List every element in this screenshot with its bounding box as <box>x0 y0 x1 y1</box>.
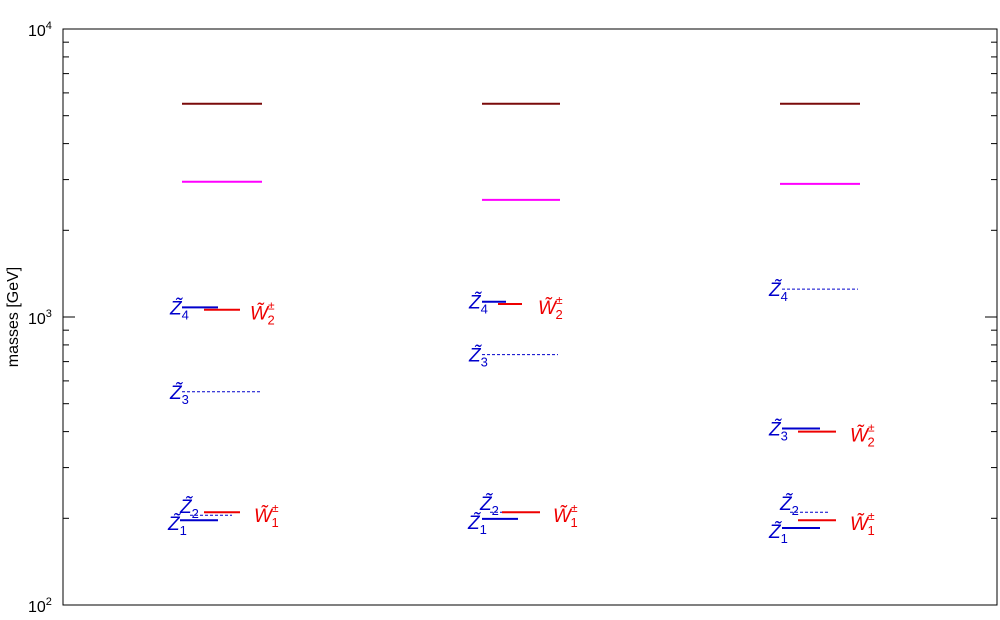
level-symbol: Z̃ <box>779 493 793 515</box>
level-symbol: Z̃ <box>179 496 193 518</box>
level-symbol: Z̃ <box>468 345 482 367</box>
level-label-0: Z̃4 <box>468 292 488 317</box>
level-subscript: 1 <box>180 523 187 538</box>
y-tick-label: 103 <box>28 308 52 328</box>
level-symbol: Z̃ <box>467 512 481 534</box>
y-tick-label-base: 10 <box>28 311 46 328</box>
level-symbol: W̃ <box>850 513 870 535</box>
level-superscript: ± <box>868 509 875 523</box>
y-axis-ticks <box>63 28 997 606</box>
level-symbol: Z̃ <box>768 279 782 301</box>
level-label-2: Z̃3 <box>169 382 189 407</box>
level-symbol: W̃ <box>254 505 274 527</box>
level-label-5: Z̃1 <box>768 521 788 546</box>
level-subscript: 2 <box>792 503 799 518</box>
level-symbol: W̃ <box>553 505 573 527</box>
level-symbol: W̃ <box>250 303 270 325</box>
level-symbol: Z̃ <box>167 513 181 535</box>
level-subscript: 2 <box>868 435 875 450</box>
level-symbol: Z̃ <box>768 521 782 543</box>
level-symbol: Z̃ <box>479 493 493 515</box>
level-subscript: 3 <box>781 429 788 444</box>
level-label-0: Z̃4 <box>169 297 189 322</box>
level-label-1: W̃±2 <box>250 299 275 328</box>
level-symbol: Z̃ <box>169 297 183 319</box>
level-subscript: 2 <box>492 503 499 518</box>
level-subscript: 1 <box>571 515 578 530</box>
level-label-4: W̃±1 <box>553 501 578 530</box>
y-tick-label-exponent: 4 <box>46 20 52 32</box>
y-tick-label-base: 10 <box>28 599 46 616</box>
level-subscript: 4 <box>182 307 189 322</box>
level-superscript: ± <box>268 299 275 313</box>
y-tick-label-exponent: 2 <box>46 596 52 608</box>
level-label-5: Z̃1 <box>467 512 487 537</box>
y-tick-label-exponent: 3 <box>46 308 52 320</box>
level-label-1: W̃±2 <box>538 293 563 322</box>
level-superscript: ± <box>868 421 875 435</box>
level-label-4: W̃±1 <box>850 509 875 538</box>
level-label-3: Z̃2 <box>479 493 499 518</box>
level-superscript: ± <box>556 293 563 307</box>
level-symbol: Z̃ <box>468 292 482 314</box>
level-label-1: Z̃3 <box>768 419 788 444</box>
level-subscript: 1 <box>781 531 788 546</box>
level-subscript: 2 <box>192 506 199 521</box>
level-label-3: Z̃2 <box>779 493 799 518</box>
level-label-2: W̃±2 <box>850 421 875 450</box>
y-tick-label-base: 10 <box>28 23 46 40</box>
level-subscript: 3 <box>481 355 488 370</box>
level-superscript: ± <box>272 501 279 515</box>
level-subscript: 3 <box>182 392 189 407</box>
level-symbol: Z̃ <box>768 419 782 441</box>
level-subscript: 1 <box>868 523 875 538</box>
level-symbol: Z̃ <box>169 382 183 404</box>
level-symbol: W̃ <box>850 425 870 447</box>
level-label-5: Z̃1 <box>167 513 187 538</box>
level-subscript: 1 <box>272 515 279 530</box>
level-label-2: Z̃3 <box>468 345 488 370</box>
y-tick-label: 104 <box>28 20 52 40</box>
level-subscript: 2 <box>556 307 563 322</box>
level-symbol: W̃ <box>538 297 558 319</box>
level-subscript: 1 <box>480 522 487 537</box>
y-axis-label: masses [GeV] <box>5 267 22 367</box>
level-label-3: Z̃2 <box>179 496 199 521</box>
y-tick-label: 102 <box>28 596 52 616</box>
level-label-4: W̃±1 <box>254 501 279 530</box>
level-superscript: ± <box>571 501 578 515</box>
level-subscript: 4 <box>481 302 488 317</box>
level-label-0: Z̃4 <box>768 279 788 304</box>
level-subscript: 2 <box>268 313 275 328</box>
level-subscript: 4 <box>781 289 788 304</box>
